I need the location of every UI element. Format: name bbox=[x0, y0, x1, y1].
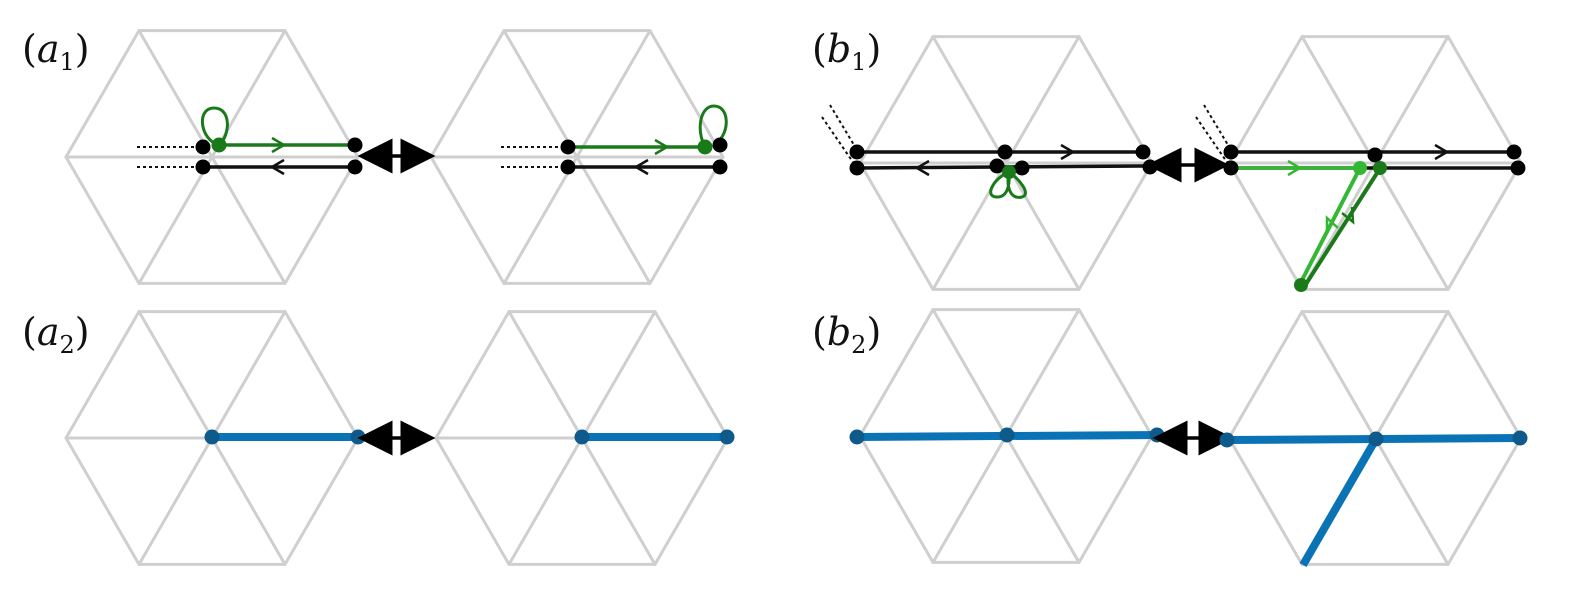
node bbox=[560, 159, 576, 175]
panel-subscript: 1 bbox=[59, 48, 74, 76]
loop-node bbox=[1002, 165, 1016, 179]
direction-arrow-icon bbox=[654, 138, 670, 156]
panel-label-a1: (a1) bbox=[22, 27, 90, 76]
bond-node bbox=[999, 427, 1015, 443]
panel-subscript: 2 bbox=[59, 331, 74, 359]
direction-arrow-icon bbox=[633, 158, 649, 176]
panel-b1-left bbox=[821, 104, 1158, 199]
panel-subscript: 1 bbox=[851, 48, 866, 76]
node bbox=[560, 139, 576, 155]
bond-node bbox=[350, 429, 366, 445]
direction-arrow-icon bbox=[1434, 143, 1450, 161]
direction-arrow-icon bbox=[1287, 159, 1303, 177]
panel-letter: b bbox=[827, 310, 851, 354]
hexagon-lattices bbox=[64, 29, 1523, 566]
loop-node bbox=[697, 139, 713, 155]
lattice-diagonal bbox=[931, 35, 1081, 291]
dotted-string-tail bbox=[821, 116, 858, 169]
self-loop bbox=[698, 104, 728, 148]
node bbox=[347, 159, 363, 175]
self-loop bbox=[200, 106, 229, 147]
lattice-diagonal bbox=[502, 29, 652, 285]
panel-letter: a bbox=[37, 27, 60, 71]
bond-node bbox=[204, 429, 220, 445]
loop-node bbox=[1373, 161, 1387, 175]
panel-label-a2: (a2) bbox=[22, 310, 90, 359]
panel-subscript: 2 bbox=[851, 331, 866, 359]
direction-arrow-icon bbox=[269, 158, 285, 176]
panel-a2-left bbox=[204, 429, 366, 445]
loop-node bbox=[1353, 161, 1367, 175]
node bbox=[712, 159, 728, 175]
panel-b2-left bbox=[849, 427, 1165, 445]
node bbox=[1506, 144, 1522, 160]
bond-node bbox=[719, 429, 735, 445]
panel-a1-left bbox=[137, 106, 363, 176]
dotted-string-tail bbox=[1203, 104, 1232, 151]
node bbox=[712, 137, 728, 153]
node bbox=[997, 144, 1013, 160]
bond-node bbox=[1512, 430, 1528, 446]
panel-a2-right bbox=[574, 429, 735, 445]
dotted-string-tail bbox=[1195, 116, 1232, 169]
direction-arrow-icon bbox=[1325, 215, 1339, 233]
panel-letter: a bbox=[37, 310, 60, 354]
node bbox=[849, 144, 865, 160]
loop-node bbox=[1294, 278, 1308, 292]
bond-node bbox=[1219, 432, 1235, 448]
node bbox=[195, 159, 211, 175]
self-loop bbox=[1006, 170, 1027, 199]
direction-arrow-icon bbox=[914, 159, 930, 177]
loop-string-segment bbox=[1304, 168, 1381, 286]
panel-a1-right bbox=[501, 104, 728, 176]
dotted-string-tail bbox=[829, 104, 858, 151]
panel-letter: b bbox=[827, 27, 851, 71]
bond-node bbox=[849, 429, 865, 445]
node bbox=[1223, 144, 1239, 160]
loop-node bbox=[211, 137, 227, 153]
direction-arrow-icon bbox=[1060, 143, 1076, 161]
node bbox=[1223, 160, 1239, 176]
lattice-diagonal bbox=[137, 29, 287, 285]
panel-label-b2: (b2) bbox=[812, 310, 881, 359]
bond-node bbox=[1368, 431, 1384, 447]
node bbox=[989, 158, 1005, 174]
node bbox=[1135, 144, 1151, 160]
node bbox=[849, 160, 865, 176]
panel-b2-right bbox=[1219, 430, 1528, 568]
direction-arrow-icon bbox=[271, 136, 287, 154]
node bbox=[347, 137, 363, 153]
node bbox=[1142, 159, 1158, 175]
node bbox=[195, 139, 211, 155]
panel-b1-right bbox=[1195, 104, 1526, 292]
node bbox=[1367, 147, 1383, 163]
node bbox=[1510, 160, 1526, 176]
panel-label-b1: (b1) bbox=[812, 27, 881, 76]
bond-node bbox=[1149, 427, 1165, 443]
lattice-diagonal bbox=[1300, 35, 1450, 291]
loop-string-segment bbox=[1299, 167, 1362, 283]
node bbox=[1014, 160, 1030, 176]
bond bbox=[1299, 436, 1380, 568]
bond-node bbox=[574, 429, 590, 445]
direction-arrow-icon bbox=[1341, 206, 1355, 225]
